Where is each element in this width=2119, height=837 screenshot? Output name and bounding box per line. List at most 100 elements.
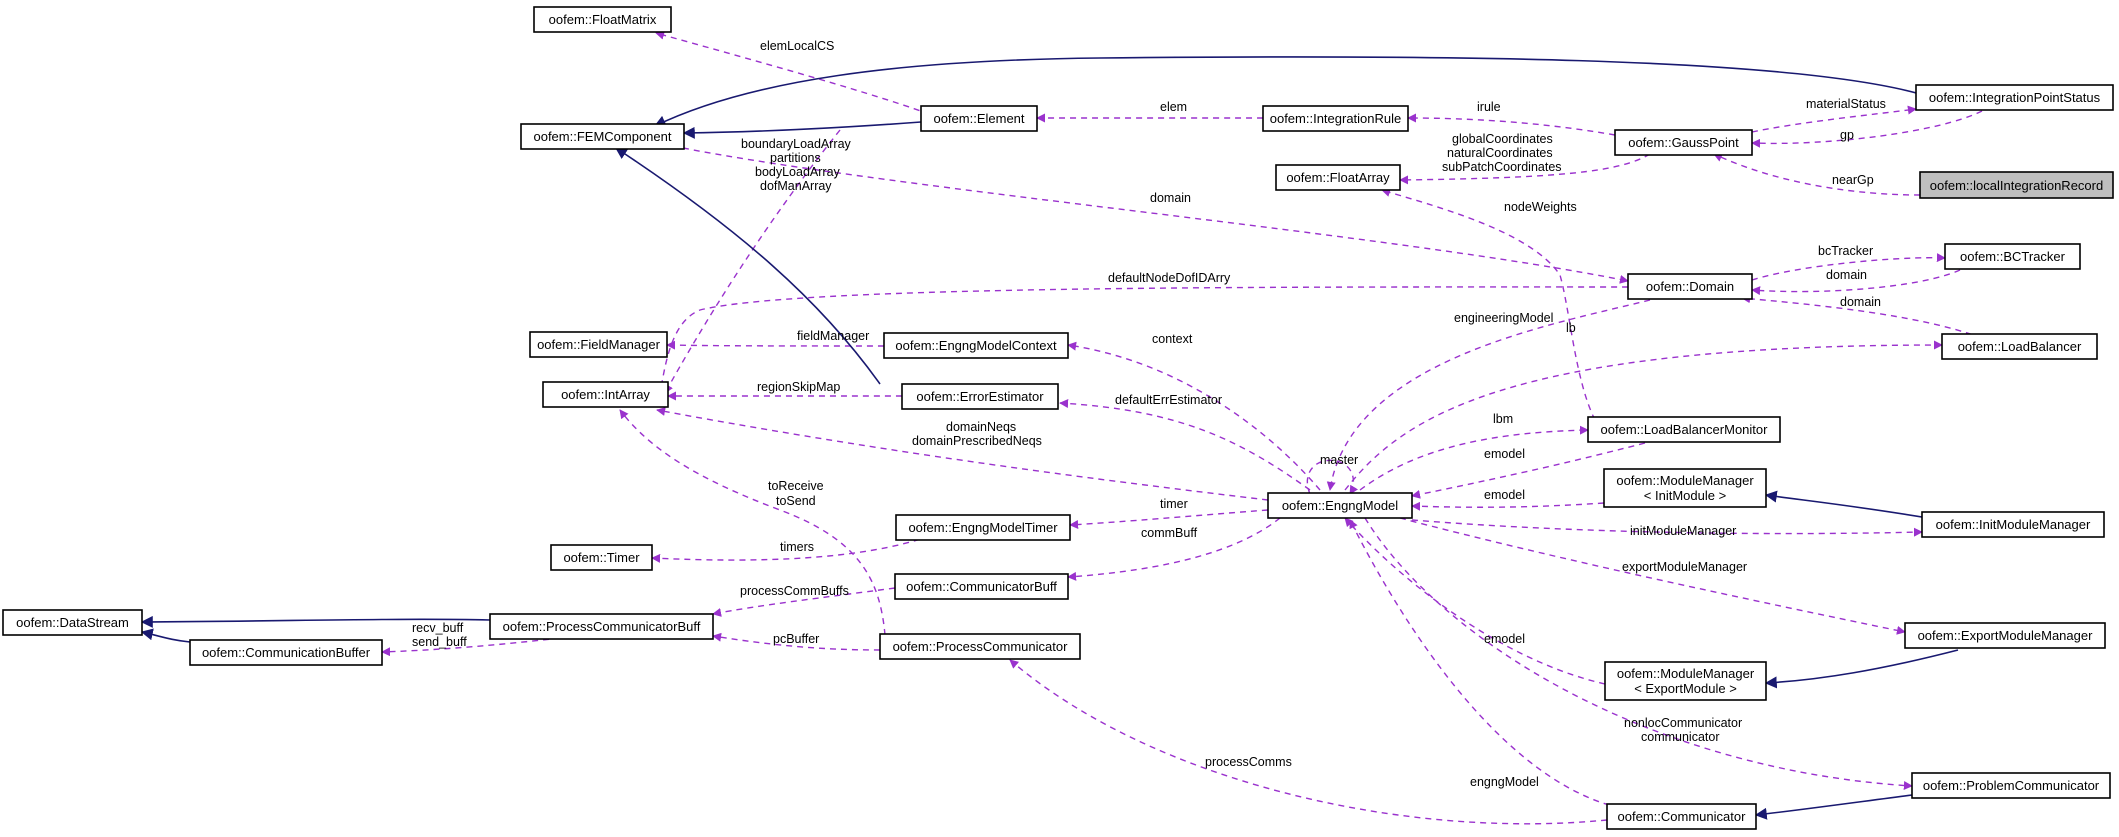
node-fieldmanager-label: oofem::FieldManager: [537, 337, 661, 352]
label-elem: elem: [1160, 100, 1187, 114]
node-problemcommunicator[interactable]: oofem::ProblemCommunicator: [1911, 772, 2111, 799]
node-communicatorbuff[interactable]: oofem::CommunicatorBuff: [894, 573, 1069, 600]
node-modulemanager-export-label-2: < ExportModule >: [1634, 681, 1737, 696]
node-bctracker-label: oofem::BCTracker: [1960, 249, 2066, 264]
node-fieldmanager[interactable]: oofem::FieldManager: [529, 331, 668, 358]
label-context: context: [1152, 332, 1193, 346]
edge-initmm-modulemanager: [1764, 490, 1929, 519]
node-domain[interactable]: oofem::Domain: [1627, 273, 1753, 300]
label-toreceive: toReceive: [768, 479, 824, 493]
node-floatarray-label: oofem::FloatArray: [1286, 170, 1390, 185]
edge-nonloccommunicator: [1364, 517, 1913, 790]
edge-commbuffer-datastream: [140, 628, 191, 643]
node-element[interactable]: oofem::Element: [920, 105, 1038, 132]
edge-timer: [1069, 509, 1269, 529]
edge-toreceive: [619, 409, 886, 636]
node-communicationbuffer-label: oofem::CommunicationBuffer: [202, 645, 371, 660]
edge-domain-loadbalancer: [1741, 294, 1983, 339]
node-communicator[interactable]: oofem::Communicator: [1606, 803, 1757, 830]
node-loadbalancermonitor[interactable]: oofem::LoadBalancerMonitor: [1587, 416, 1781, 443]
label-engngmodel: engngModel: [1470, 775, 1539, 789]
node-engngmodeltimer-label: oofem::EngngModelTimer: [908, 520, 1058, 535]
node-intarray[interactable]: oofem::IntArray: [542, 381, 669, 408]
node-femcomponent[interactable]: oofem::FEMComponent: [520, 123, 685, 150]
label-domain-loadbalancer: domain: [1840, 295, 1881, 309]
node-problemcommunicator-label: oofem::ProblemCommunicator: [1923, 778, 2100, 793]
node-localintegrationrecord[interactable]: oofem::localIntegrationRecord: [1919, 171, 2114, 199]
edge-commbuff: [1067, 517, 1281, 581]
edge-exportmodulemanager: [1399, 517, 1906, 635]
edge-bctracker: [1751, 253, 1946, 281]
label-dofmanarray: dofManArray: [760, 179, 832, 193]
edge-gp: [1751, 110, 1983, 148]
node-engngmodeltimer[interactable]: oofem::EngngModelTimer: [895, 514, 1071, 541]
label-emodel-mme: emodel: [1484, 632, 1525, 646]
label-neargp: nearGp: [1832, 173, 1874, 187]
node-processcommunicator[interactable]: oofem::ProcessCommunicator: [879, 633, 1081, 660]
label-boundaryloadarray: boundaryLoadArray: [741, 137, 852, 151]
node-exportmodulemanager[interactable]: oofem::ExportModuleManager: [1904, 622, 2106, 649]
label-processcommbuffs: processCommBuffs: [740, 584, 849, 598]
edge-recv-send-buff: [381, 637, 561, 657]
node-floatarray[interactable]: oofem::FloatArray: [1275, 164, 1401, 191]
node-processcommunicatorbuff[interactable]: oofem::ProcessCommunicatorBuff: [489, 613, 714, 640]
label-defaulterrestimator: defaultErrEstimator: [1115, 393, 1222, 407]
node-domain-label: oofem::Domain: [1646, 279, 1734, 294]
edge-nodeweights: [1381, 188, 1596, 421]
node-integrationpointstatus[interactable]: oofem::IntegrationPointStatus: [1915, 84, 2114, 111]
label-irule: irule: [1477, 100, 1501, 114]
label-materialstatus: materialStatus: [1806, 97, 1886, 111]
node-exportmodulemanager-label: oofem::ExportModuleManager: [1918, 628, 2094, 643]
node-integrationrule-label: oofem::IntegrationRule: [1270, 111, 1402, 126]
node-modulemanager-export[interactable]: oofem::ModuleManager < ExportModule >: [1604, 661, 1767, 701]
node-loadbalancer-label: oofem::LoadBalancer: [1958, 339, 2082, 354]
edge-emodel-lbm: [1411, 442, 1646, 499]
node-loadbalancermonitor-label: oofem::LoadBalancerMonitor: [1601, 422, 1769, 437]
node-timer-label: oofem::Timer: [563, 550, 640, 565]
label-master: master: [1320, 453, 1358, 467]
node-timer[interactable]: oofem::Timer: [550, 544, 653, 571]
label-tosend: toSend: [776, 494, 816, 508]
node-errorestimator-label: oofem::ErrorEstimator: [916, 389, 1044, 404]
label-elemlocalcs: elemLocalCS: [760, 39, 834, 53]
node-datastream-label: oofem::DataStream: [16, 615, 129, 630]
node-gausspoint-label: oofem::GaussPoint: [1628, 135, 1739, 150]
node-datastream[interactable]: oofem::DataStream: [2, 609, 143, 636]
label-domain-bctracker: domain: [1826, 268, 1867, 282]
edge-processcomms: [1009, 659, 1608, 825]
node-gausspoint[interactable]: oofem::GaussPoint: [1614, 129, 1753, 156]
node-errorestimator[interactable]: oofem::ErrorEstimator: [901, 383, 1059, 410]
node-initmodulemanager[interactable]: oofem::InitModuleManager: [1921, 511, 2105, 538]
label-globalcoordinates: globalCoordinates: [1452, 132, 1553, 146]
node-bctracker[interactable]: oofem::BCTracker: [1944, 243, 2081, 270]
edge-engngmodel: [1349, 519, 1621, 809]
edge-elemlocalcs: [655, 30, 941, 119]
node-engngmodelcontext[interactable]: oofem::EngngModelContext: [883, 332, 1069, 359]
edge-defaulterrestimator: [1059, 398, 1311, 491]
edge-context: [1067, 341, 1321, 491]
inheritance-edges: [140, 56, 1959, 820]
node-integrationrule[interactable]: oofem::IntegrationRule: [1262, 105, 1409, 132]
edge-processcommbuffs: [712, 587, 896, 617]
edge-materialstatus: [1751, 105, 1917, 133]
label-processcomms: processComms: [1205, 755, 1292, 769]
edge-pcbuff-datastream: [140, 615, 491, 628]
node-communicationbuffer[interactable]: oofem::CommunicationBuffer: [189, 639, 383, 666]
edge-pcbuffer: [712, 632, 881, 651]
node-modulemanager-init-label-2: < InitModule >: [1644, 488, 1726, 503]
edge-domainneqs: [656, 407, 1269, 501]
label-defaultnodedofidarry: defaultNodeDofIDArry: [1108, 271, 1231, 285]
edge-ipstatus-femcomponent: [653, 56, 1931, 127]
node-initmodulemanager-label: oofem::InitModuleManager: [1936, 517, 2091, 532]
node-loadbalancer[interactable]: oofem::LoadBalancer: [1941, 333, 2098, 360]
edge-initmodulemanager: [1411, 519, 1923, 537]
edge-element-femcomponent: [682, 121, 922, 139]
label-engineeringmodel: engineeringModel: [1454, 311, 1553, 325]
node-engngmodel[interactable]: oofem::EngngModel: [1267, 492, 1413, 519]
node-engngmodel-label: oofem::EngngModel: [1282, 498, 1398, 513]
node-modulemanager-init[interactable]: oofem::ModuleManager < InitModule >: [1603, 468, 1767, 508]
node-floatmatrix[interactable]: oofem::FloatMatrix: [533, 6, 672, 33]
usage-edges: [381, 30, 1983, 825]
label-bodyloadarray: bodyLoadArray: [755, 165, 841, 179]
label-recv-buff: recv_buff: [412, 621, 464, 635]
